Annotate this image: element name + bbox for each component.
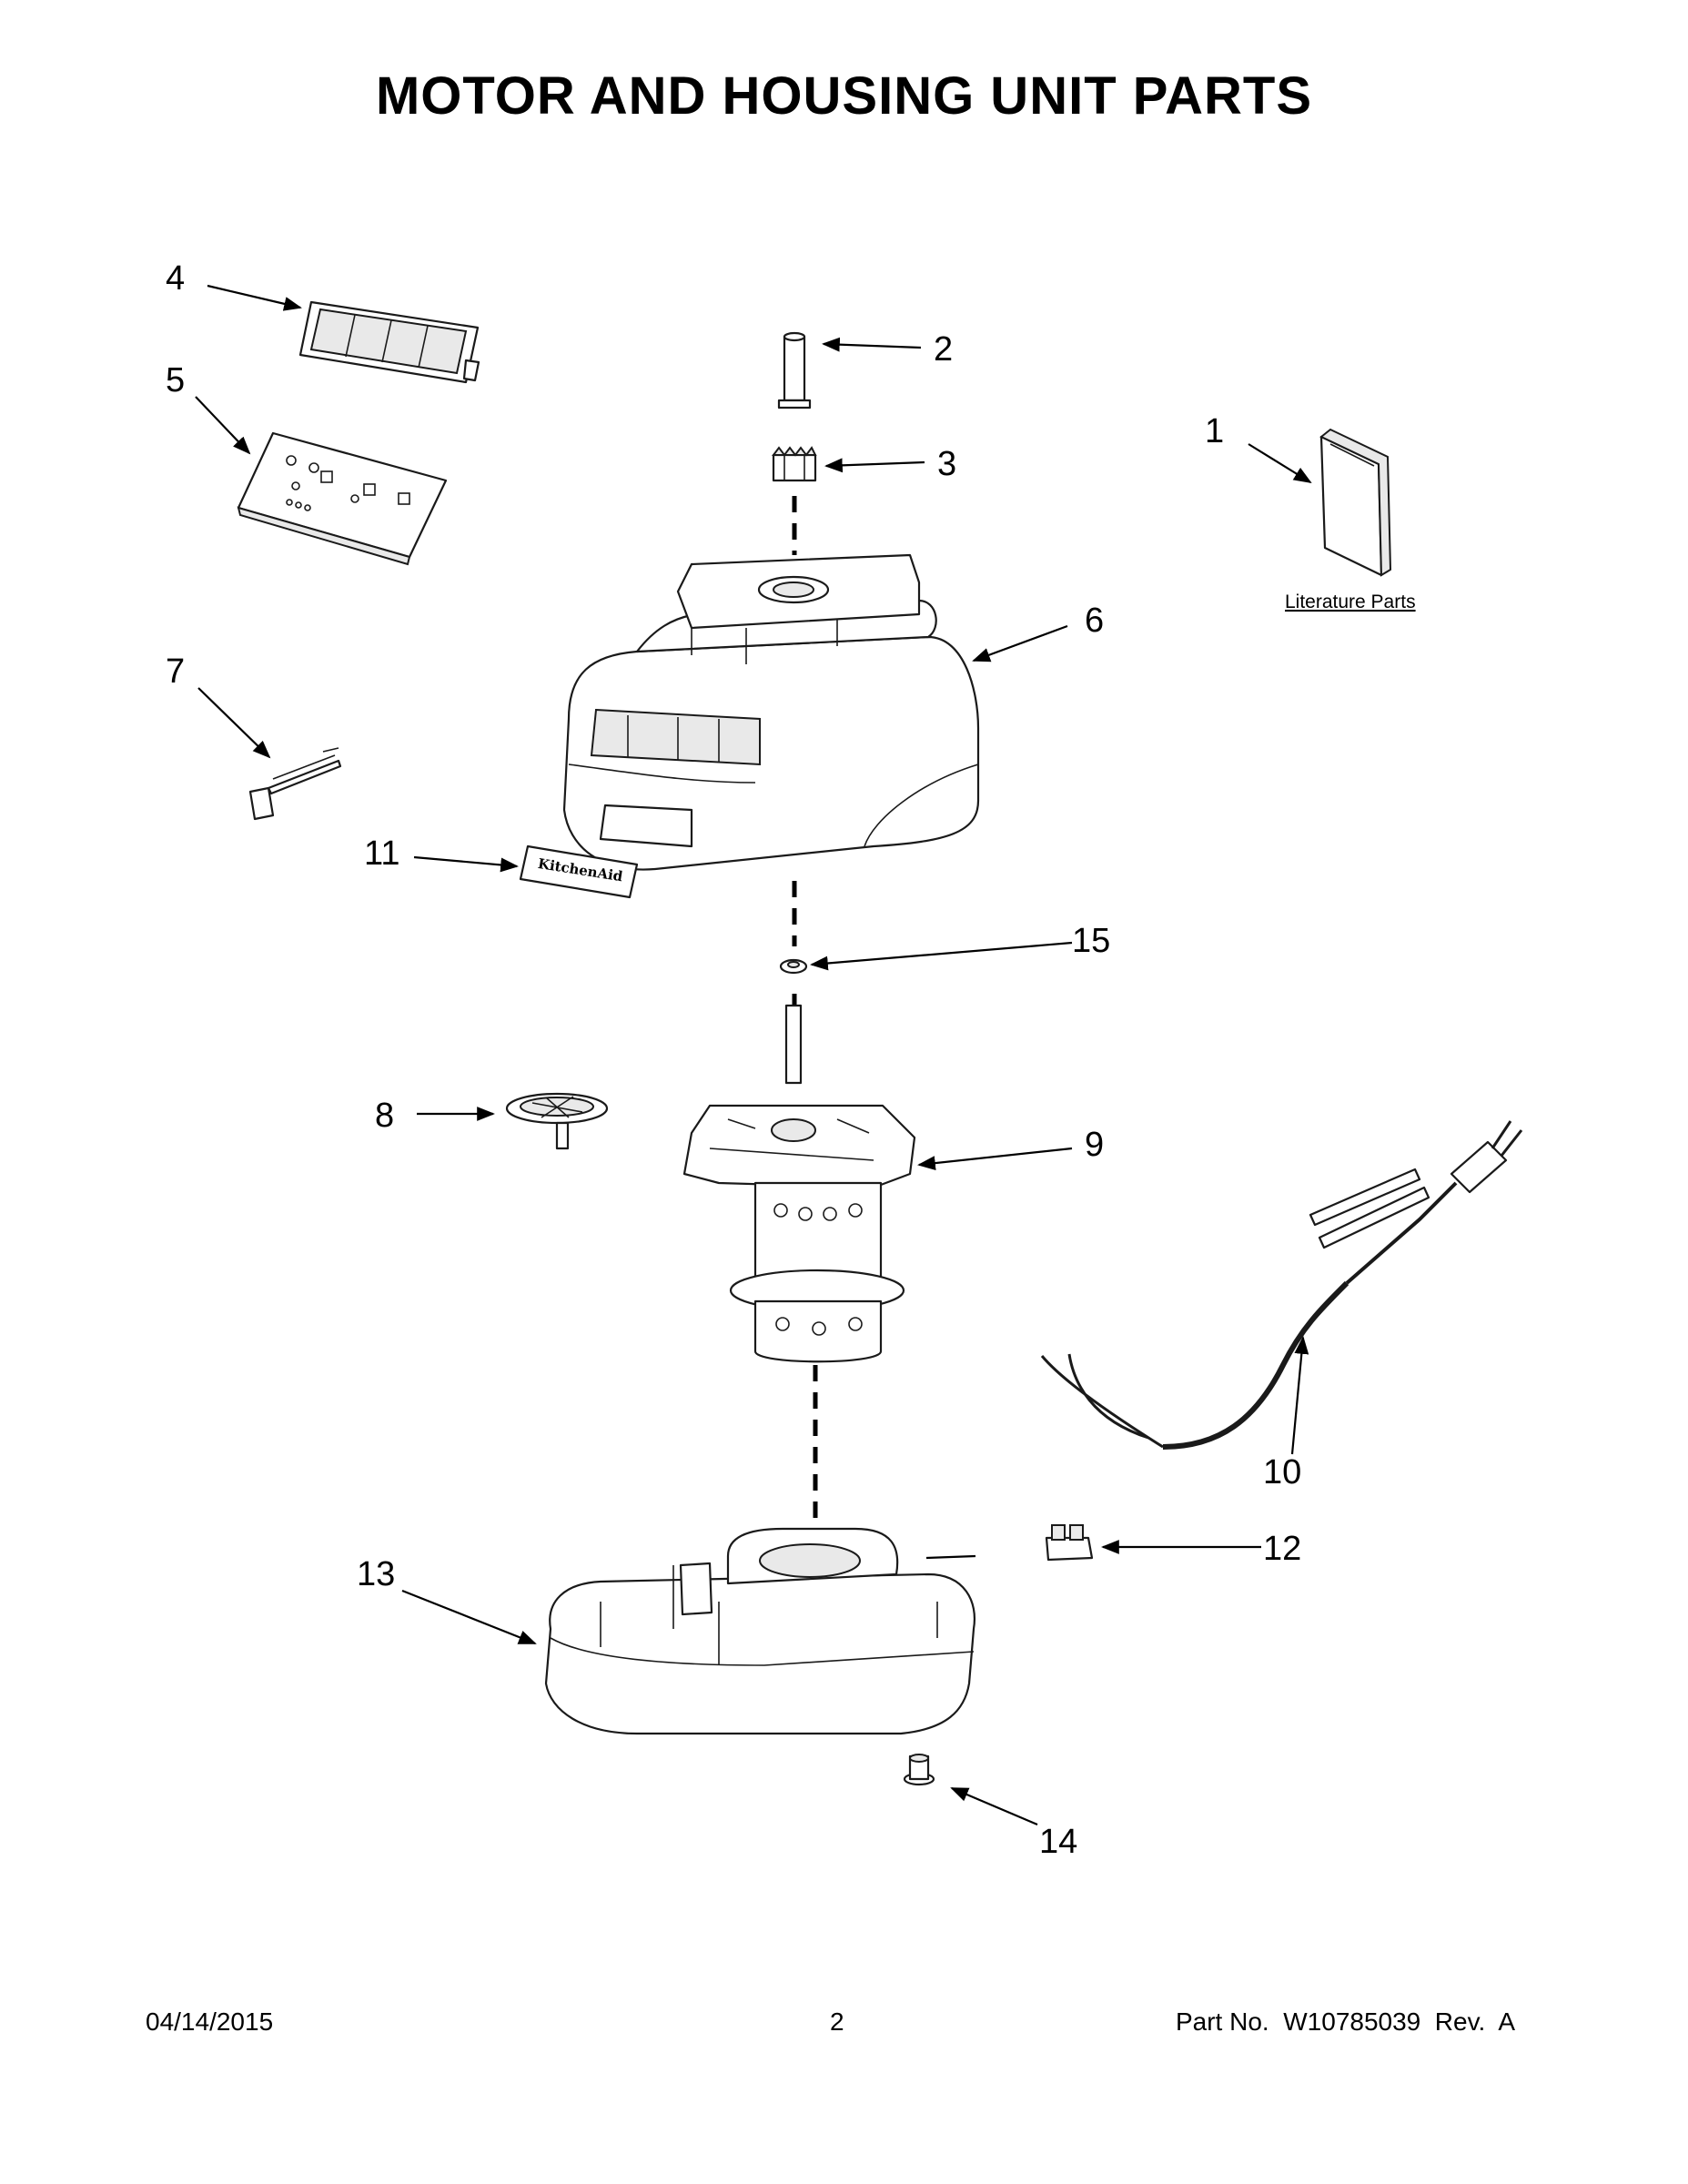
callout-13: 13 <box>357 1555 395 1593</box>
part-13-base <box>544 1527 975 1735</box>
leader-7 <box>197 687 271 759</box>
callout-12: 12 <box>1263 1530 1301 1568</box>
callout-4: 4 <box>166 259 185 298</box>
part-12-terminal-block <box>1045 1524 1094 1562</box>
literature-parts-label: Literature Parts <box>1285 592 1416 612</box>
callout-8: 8 <box>375 1097 394 1135</box>
footer-date: 04/14/2015 <box>146 2007 274 2036</box>
leader-15 <box>810 941 1073 971</box>
part-11-badge: KitchenAid <box>519 844 639 899</box>
callout-numbers: 1 2 3 4 5 6 7 8 9 10 11 12 13 14 15 Lite… <box>166 259 1416 1861</box>
leader-11 <box>413 855 519 873</box>
part-5-control-board <box>237 431 448 566</box>
leader-5 <box>195 396 251 455</box>
footer-part-number: Part No. W10785039 Rev. A <box>1175 2007 1515 2036</box>
part-9-motor <box>682 1004 916 1363</box>
footer-page-number: 2 <box>830 2007 844 2036</box>
callout-5: 5 <box>166 361 185 399</box>
leader-2 <box>822 337 922 352</box>
callout-3: 3 <box>937 445 956 483</box>
leader-10 <box>1290 1336 1309 1455</box>
part-10-power-cord <box>1040 1120 1523 1450</box>
leader-arrows <box>195 284 1312 1826</box>
callout-9: 9 <box>1085 1126 1104 1164</box>
callout-10: 10 <box>1263 1453 1301 1491</box>
part-7-switch-lever <box>248 747 342 821</box>
callout-2: 2 <box>934 330 953 369</box>
leader-14 <box>950 1786 1038 1826</box>
leader-13 <box>401 1589 537 1645</box>
callout-11: 11 <box>364 834 399 873</box>
part-14-foot <box>903 1754 935 1786</box>
part-2-drive-shaft <box>777 331 812 410</box>
callout-15: 15 <box>1072 922 1110 960</box>
part-15-washer <box>779 958 808 975</box>
leader-9 <box>917 1147 1073 1170</box>
page-title: MOTOR AND HOUSING UNIT PARTS <box>375 66 1313 126</box>
part-4-button-overlay <box>298 300 480 384</box>
leader-4 <box>207 284 302 311</box>
callout-1: 1 <box>1205 412 1224 450</box>
part-8-fan <box>505 1092 609 1150</box>
part-1-literature-booklet <box>1319 428 1392 577</box>
callout-7: 7 <box>166 652 185 691</box>
leader-3 <box>824 458 925 473</box>
leader-1 <box>1248 443 1312 484</box>
callout-14: 14 <box>1039 1823 1077 1861</box>
part-6-motor-housing <box>562 553 980 871</box>
part-3-gear-collar <box>772 446 817 482</box>
callout-6: 6 <box>1085 602 1104 640</box>
leader-6 <box>972 624 1068 662</box>
